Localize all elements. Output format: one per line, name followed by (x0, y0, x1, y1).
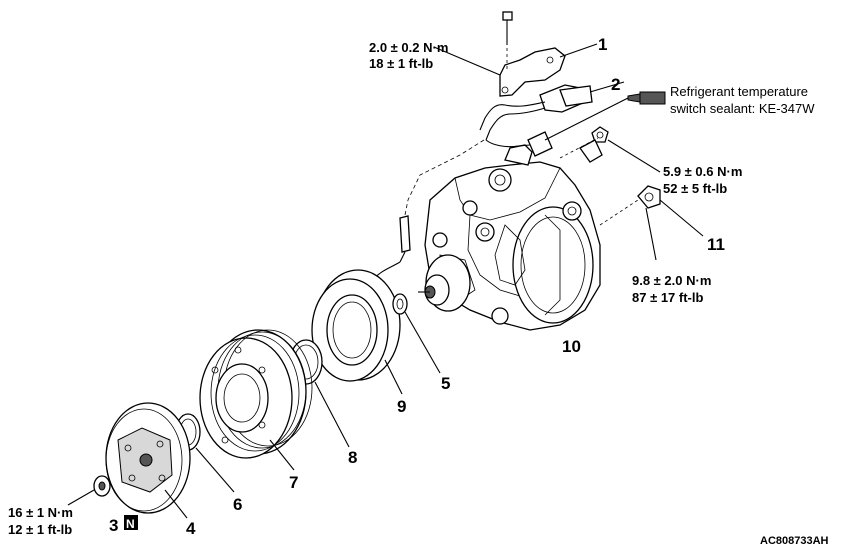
new-part-badge: N (126, 517, 135, 531)
pulley (199, 329, 313, 471)
sealant-note-line2: switch sealant: KE-347W (670, 101, 815, 116)
torque-bolt2-nm: 5.9 ± 0.6 N·m (663, 164, 742, 179)
callout-9: 9 (397, 397, 406, 416)
callout-2: 2 (611, 75, 620, 94)
callout-4: 4 (186, 519, 196, 538)
torque-bolt1-nm: 2.0 ± 0.2 N·m (369, 40, 448, 55)
compressor-body (418, 144, 601, 331)
figure-code: AC808733AH (760, 535, 829, 547)
callout-11: 11 (707, 235, 725, 254)
callout-7: 7 (289, 473, 298, 492)
armature-plate (105, 402, 191, 519)
callout-8: 8 (348, 448, 357, 467)
callout-3: 3 (109, 516, 118, 535)
callout-6: 6 (233, 495, 242, 514)
callout-5: 5 (441, 374, 450, 393)
torque-nut-nm: 16 ± 1 N·m (8, 505, 73, 520)
field-coil (311, 269, 403, 395)
torque-nut-ftlb: 12 ± 1 ft-lb (8, 522, 72, 537)
torque-bolt1-ftlb: 18 ± 1 ft-lb (369, 56, 433, 71)
torque-switch-nm: 9.8 ± 2.0 N·m (632, 273, 711, 288)
sealant-note-line1: Refrigerant temperature (670, 84, 808, 99)
harness-connector (479, 81, 625, 157)
callout-1: 1 (598, 35, 607, 54)
clamp-bolt (559, 126, 661, 173)
bracket-bolt (502, 11, 513, 70)
harness-bracket (499, 43, 598, 97)
harness-routing (371, 46, 501, 281)
relief-valve (599, 185, 704, 261)
sealant-tube-icon (544, 91, 666, 141)
callout-10: 10 (562, 337, 581, 356)
shim-washer (392, 293, 441, 374)
torque-switch-ftlb: 87 ± 17 ft-lb (632, 290, 703, 305)
torque-bolt2-ftlb: 52 ± 5 ft-lb (663, 181, 727, 196)
lock-nut (67, 475, 111, 506)
new-part-badge-box (124, 515, 138, 530)
